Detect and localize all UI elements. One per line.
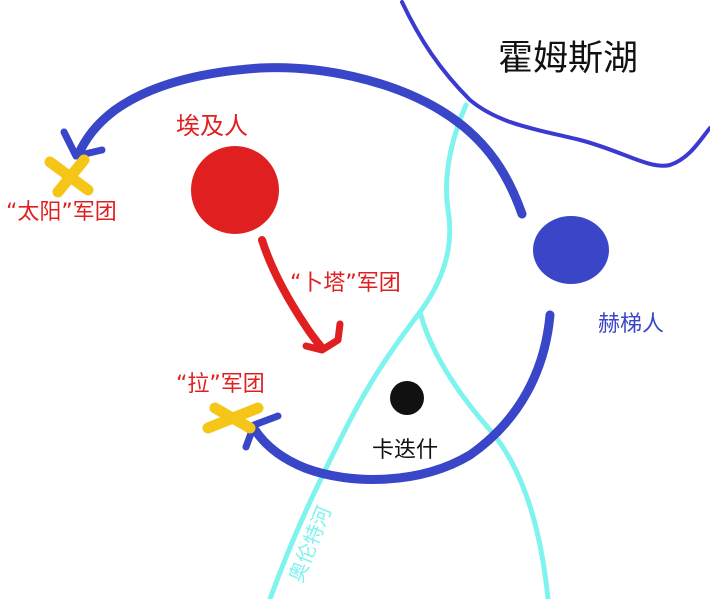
- ptah-legion-arrowhead: [302, 320, 344, 354]
- ptah-legion-arrow: [258, 236, 326, 352]
- egyptian-army: [191, 146, 279, 234]
- sun-legion-marker: [44, 154, 94, 198]
- ptah-legion-label: “卜塔”军团: [290, 271, 401, 296]
- kadesh-city: [390, 381, 424, 415]
- hittite-arrow-north: [73, 63, 527, 219]
- ra-legion-marker: [202, 402, 264, 434]
- egyptians-label: 埃及人: [176, 112, 248, 140]
- hittite-arrowhead-north: [60, 128, 106, 160]
- hittite-arrow-south: [250, 310, 555, 484]
- river-main: [267, 102, 469, 599]
- river-branch: [417, 309, 551, 599]
- lake-label: 霍姆斯湖: [498, 39, 639, 79]
- kadesh-label: 卡迭什: [372, 438, 439, 463]
- hittites-label: 赫梯人: [598, 312, 665, 337]
- hittite-army: [533, 216, 609, 284]
- ra-legion-label: “拉”军团: [176, 372, 265, 397]
- sun-legion-label: “太阳”军团: [6, 200, 117, 225]
- lake-shore: [400, 0, 710, 168]
